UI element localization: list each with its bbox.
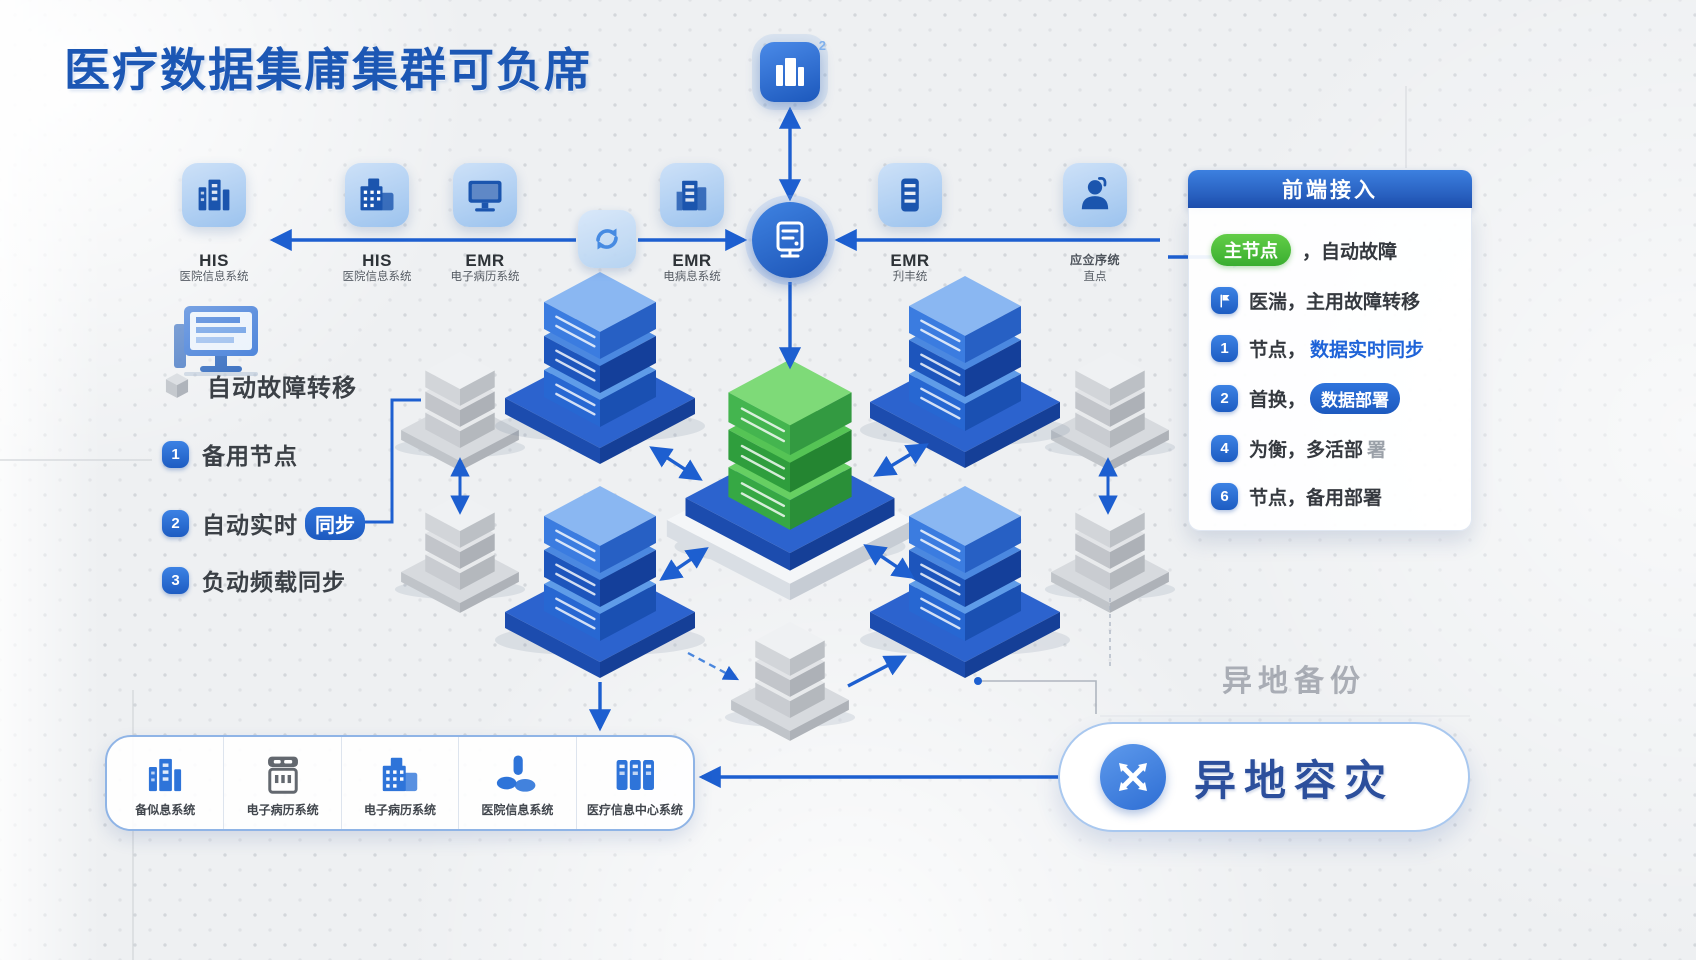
legend-badge: 2 (162, 509, 189, 537)
system-abbr: 应佥序统 (1069, 253, 1120, 267)
panel-item-text: 医湍，主用故障转移 (1249, 292, 1421, 313)
panel-item-1: 主节点 ，自动故障 (1211, 234, 1455, 266)
system-abbr: EMR (890, 251, 930, 270)
primary-node-pill: 主节点 (1211, 234, 1291, 266)
step-badge: 6 (1211, 483, 1238, 510)
panel-header: 前端接入 (1188, 170, 1472, 208)
system-label-2: HIS 医院信息系统 (287, 251, 467, 284)
monitor-icon (463, 173, 507, 217)
panel-body: 主节点 ，自动故障医湍，主用故障转移 1 节点，数据实时同步 2 首换，数据部署 4 为衡，多… (1188, 208, 1472, 531)
failover-legend: 自动故障转移 (160, 368, 357, 403)
system-label-1: HIS 医院信息系统 (124, 251, 304, 284)
disaster-recovery-label: 异地容灾 (1194, 756, 1395, 804)
panel-item-text: 节点， (1249, 340, 1307, 361)
server-icon (888, 173, 932, 217)
cube-icon (160, 369, 194, 403)
legend-text: 负动频载同步 (202, 569, 346, 595)
panel-item-5: 4 为衡，多活部署 (1211, 435, 1455, 462)
backup-system-label: 医疗信息中心系统 (586, 803, 683, 817)
superscript-badge: 2 (818, 38, 826, 53)
system-tile-2 (345, 163, 409, 227)
legend-item-2: 2 自动实时同步 (162, 506, 365, 540)
panel-item-6: 6 节点，备用部署 (1211, 483, 1455, 510)
panel-item-pill: 数据部署 (1310, 383, 1401, 414)
servers-icon (612, 752, 658, 798)
building-icon (192, 173, 236, 217)
backup-system-2: 电子病历系统 (224, 737, 342, 829)
system-abbr: EMR (465, 251, 505, 270)
panel-item-2: 医湍，主用故障转移 (1211, 287, 1455, 314)
panel-item-text: 首换， (1249, 390, 1307, 411)
system-label-4: EMR 电病息系统 (602, 251, 782, 284)
page-title: 医疗数据集庯集群可负席 (64, 44, 592, 96)
backup-system-4: 医院信息系统 (459, 737, 577, 829)
panel-item-highlight: 数据实时同步 (1310, 340, 1425, 361)
building-icon (142, 752, 188, 798)
remote-backup-watermark: 异地备份 (1222, 665, 1366, 698)
system-subtitle: 电子病历系统 (450, 271, 520, 283)
system-tile-6 (1063, 163, 1127, 227)
system-tile-1 (182, 163, 246, 227)
person-icon (1073, 173, 1117, 217)
backup-systems-panel: 备似息系统 电子病历系统 电子病历系统 医院信息系统 医疗信息中心系统 (105, 735, 695, 831)
legend-text: 备用节点 (202, 443, 298, 469)
system-subtitle: 刋丰统 (892, 271, 928, 283)
legend-text: 自动实时 (202, 512, 298, 538)
backup-system-1: 备似息系统 (107, 737, 225, 829)
panel-item-text: 为衡，多活部 (1249, 440, 1364, 461)
system-abbr: HIS (362, 251, 392, 270)
backup-system-label: 电子病历系统 (246, 803, 319, 817)
step-badge: 2 (1211, 385, 1238, 412)
cross-arrows-icon (1100, 744, 1166, 810)
legend-item-3: 3 负动频载同步 (162, 563, 346, 597)
cluster-hub-icon (752, 202, 828, 278)
hospital-icon (377, 752, 423, 798)
tablet-icon (260, 752, 306, 798)
system-label-3: EMR 电子病历系统 (395, 251, 575, 284)
system-tile-3 (453, 163, 517, 227)
failover-label: 自动故障转移 (207, 375, 357, 402)
legend-badge: 1 (162, 440, 189, 468)
sync-icon (578, 210, 636, 268)
system-label-5: EMR 刋丰统 (820, 251, 1000, 284)
panel-item-4: 2 首换，数据部署 (1211, 383, 1455, 414)
system-subtitle: 直点 (1083, 271, 1107, 283)
workstation-icon (160, 300, 270, 386)
system-abbr: HIS (199, 251, 229, 270)
system-subtitle: 电病息系统 (663, 271, 721, 283)
clinic-icon (670, 173, 714, 217)
panel-item-3: 1 节点，数据实时同步 (1211, 335, 1455, 362)
backup-system-label: 备似息系统 (135, 803, 196, 817)
building-icon (770, 52, 810, 92)
system-tile-4 (660, 163, 724, 227)
system-abbr: EMR (672, 251, 712, 270)
panel-item-faded: 署 (1367, 440, 1387, 461)
disaster-recovery-card: 异地容灾 (1058, 722, 1470, 832)
flag-icon (1211, 287, 1238, 314)
backup-system-5: 医疗信息中心系统 (577, 737, 693, 829)
backup-system-label: 电子病历系统 (364, 803, 437, 817)
panel-item-text: ，自动故障 (1302, 241, 1398, 263)
legend-pill: 同步 (305, 506, 365, 540)
legend-badge: 3 (162, 566, 189, 594)
step-badge: 4 (1211, 435, 1238, 462)
backup-system-3: 电子病历系统 (342, 737, 460, 829)
system-subtitle: 医院信息系统 (179, 271, 249, 283)
hospital-icon (355, 173, 399, 217)
panel-item-text: 节点，备用部署 (1249, 488, 1383, 509)
backup-system-label: 医院信息系统 (481, 803, 554, 817)
system-label-6: 应佥序统 直点 (1005, 251, 1185, 284)
system-subtitle: 医院信息系统 (342, 271, 412, 283)
data-center-icon: 2 (760, 38, 826, 102)
legend-item-1: 1 备用节点 (162, 437, 298, 471)
front-access-panel: 前端接入 主节点 ，自动故障医湍，主用故障转移 1 节点，数据实时同步 2 首换，数据部署… (1188, 170, 1472, 531)
system-tile-5 (878, 163, 942, 227)
database-icon (494, 752, 540, 798)
step-badge: 1 (1211, 335, 1238, 362)
